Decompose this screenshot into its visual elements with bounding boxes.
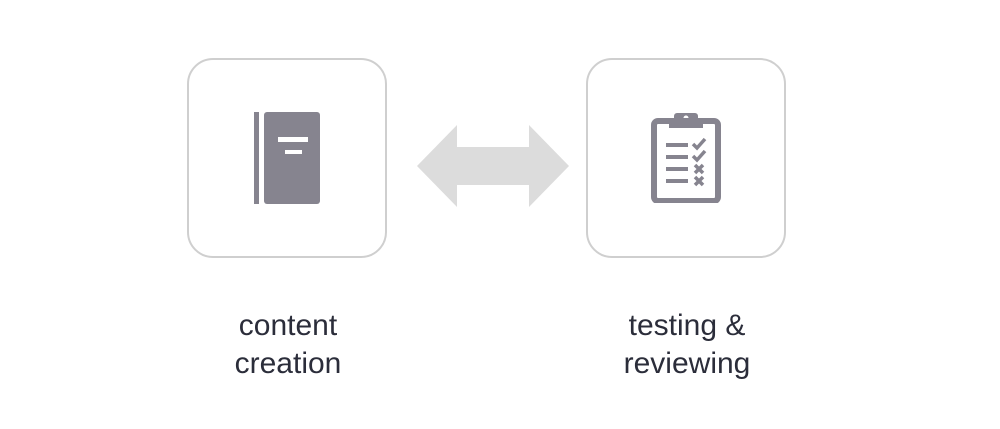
content-creation-label: content creation: [168, 307, 408, 383]
content-creation-label-line1: content: [238, 309, 338, 342]
notebook-icon: [254, 112, 320, 204]
testing-reviewing-label: testing & reviewing: [567, 307, 807, 383]
double-headed-arrow-icon: [417, 125, 569, 212]
testing-reviewing-box: [586, 58, 786, 258]
testing-reviewing-label-line1: testing &: [628, 309, 746, 342]
content-creation-label-line2: creation: [234, 347, 342, 380]
content-creation-box: [187, 58, 387, 258]
clipboard-checklist-icon: [651, 113, 721, 203]
testing-reviewing-label-line2: reviewing: [623, 347, 751, 380]
